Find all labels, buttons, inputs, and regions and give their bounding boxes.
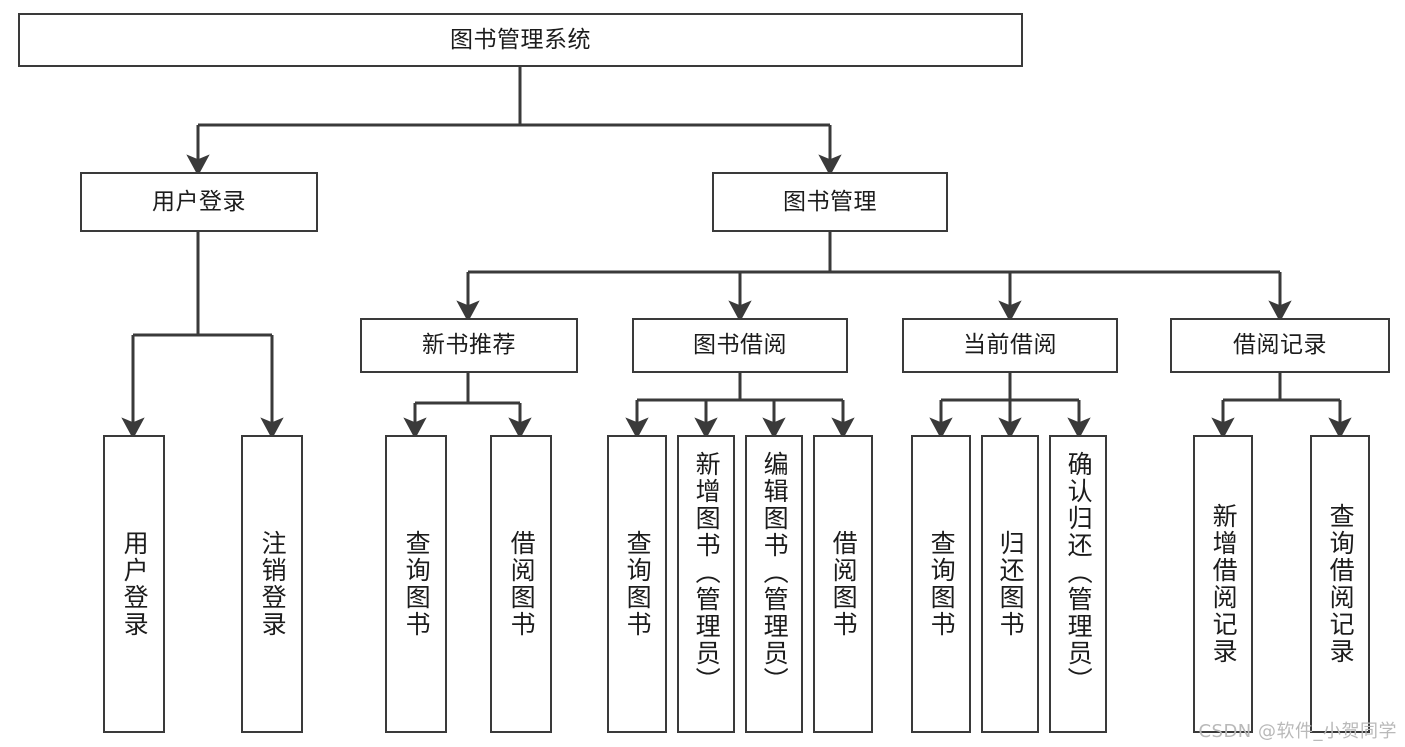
- leaf-borrow-add-book-admin[interactable]: 新增图书（管理员）: [677, 435, 735, 733]
- node-label: 查询图书: [623, 530, 653, 638]
- node-label: 用户登录: [120, 530, 150, 638]
- leaf-current-confirm-return-admin[interactable]: 确认归还（管理员）: [1049, 435, 1107, 733]
- node-new-book-recommend[interactable]: 新书推荐: [360, 318, 578, 373]
- node-label: 新增图书（管理员）: [692, 451, 722, 694]
- node-label: 图书管理系统: [450, 26, 591, 53]
- node-label: 借阅记录: [1233, 332, 1327, 359]
- leaf-borrow-edit-book-admin[interactable]: 编辑图书（管理员）: [745, 435, 803, 733]
- node-label: 图书借阅: [693, 332, 787, 359]
- node-root-system[interactable]: 图书管理系统: [18, 13, 1023, 67]
- node-label: 查询借阅记录: [1326, 503, 1356, 665]
- leaf-borrow-query-book[interactable]: 查询图书: [607, 435, 667, 733]
- node-book-borrow[interactable]: 图书借阅: [632, 318, 848, 373]
- node-label: 查询图书: [402, 530, 432, 638]
- leaf-new-book-query-book[interactable]: 查询图书: [385, 435, 447, 733]
- leaf-current-query-book[interactable]: 查询图书: [911, 435, 971, 733]
- node-label: 当前借阅: [963, 332, 1057, 359]
- node-label: 图书管理: [783, 188, 877, 215]
- watermark-text: CSDN @软件_小贺同学: [1198, 721, 1397, 742]
- node-label: 归还图书: [996, 530, 1026, 638]
- leaf-user-login-logout[interactable]: 注销登录: [241, 435, 303, 733]
- leaf-user-login-login[interactable]: 用户登录: [103, 435, 165, 733]
- node-label: 查询图书: [927, 530, 957, 638]
- leaf-record-query-record[interactable]: 查询借阅记录: [1310, 435, 1370, 733]
- node-book-management[interactable]: 图书管理: [712, 172, 948, 232]
- node-label: 用户登录: [152, 188, 246, 215]
- node-current-borrow[interactable]: 当前借阅: [902, 318, 1118, 373]
- leaf-new-book-borrow-book[interactable]: 借阅图书: [490, 435, 552, 733]
- node-label: 确认归还（管理员）: [1064, 451, 1094, 694]
- node-label: 借阅图书: [829, 530, 859, 638]
- node-label: 新书推荐: [422, 332, 516, 359]
- node-borrow-record[interactable]: 借阅记录: [1170, 318, 1390, 373]
- node-label: 编辑图书（管理员）: [760, 451, 790, 694]
- node-label: 注销登录: [258, 530, 288, 638]
- leaf-borrow-borrow-book[interactable]: 借阅图书: [813, 435, 873, 733]
- node-user-login[interactable]: 用户登录: [80, 172, 318, 232]
- node-label: 借阅图书: [507, 530, 537, 638]
- leaf-current-return-book[interactable]: 归还图书: [981, 435, 1039, 733]
- leaf-record-add-record[interactable]: 新增借阅记录: [1193, 435, 1253, 733]
- node-label: 新增借阅记录: [1209, 503, 1239, 665]
